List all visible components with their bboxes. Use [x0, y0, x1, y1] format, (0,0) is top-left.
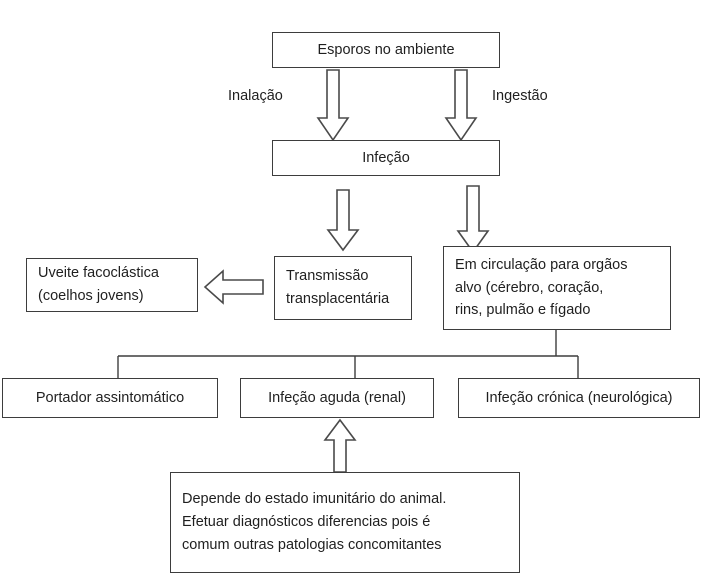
- node-nota-line-1: Depende do estado imunitário do animal.: [182, 491, 447, 508]
- node-portador-line-1: Portador assintomático: [35, 389, 185, 406]
- node-uveite-facoclastica[interactable]: Uveite facoclástica (coelhos jovens): [26, 258, 198, 312]
- node-transplacental-line-2: transplacentária: [286, 291, 390, 307]
- node-circulacao-line-2: alvo (cérebro, coração,: [455, 279, 604, 296]
- node-nota-estado-imunitario[interactable]: Depende do estado imunitário do animal. …: [170, 472, 520, 573]
- arrow-inhalation: [315, 69, 351, 142]
- node-circulacao-line-1: Em circulação para orgãos: [455, 256, 628, 273]
- edge-label-inhalation: Inalação: [228, 88, 283, 104]
- node-transplacental-line-1: Transmissão: [286, 268, 369, 285]
- arrow-to-circulation: [455, 185, 491, 254]
- arrow-to-uveitis: [203, 269, 265, 305]
- node-transmissao-transplacentaria[interactable]: Transmissão transplacentária: [274, 256, 412, 320]
- node-infecao-cronica-neurologica[interactable]: Infeção crónica (neurológica): [458, 378, 700, 418]
- edge-label-ingestion: Ingestão: [492, 88, 548, 104]
- node-cronica-line-1: Infeção crónica (neurológica): [485, 389, 673, 406]
- arrow-note-to-acute: [322, 418, 358, 474]
- node-portador-assintomatico[interactable]: Portador assintomático: [2, 378, 218, 418]
- node-uveite-line-1: Uveite facoclástica: [38, 265, 159, 282]
- arrow-to-transplacental: [325, 189, 361, 252]
- branch-connector-circulation: [0, 330, 716, 386]
- node-aguda-line-1: Infeção aguda (renal): [268, 389, 406, 406]
- node-em-circulacao[interactable]: Em circulação para orgãos alvo (cérebro,…: [443, 246, 671, 330]
- node-esporos-no-ambiente[interactable]: Esporos no ambiente: [272, 32, 500, 68]
- node-nota-line-2: Efetuar diagnósticos diferencias pois é: [182, 514, 431, 531]
- node-infecao[interactable]: Infeção: [272, 140, 500, 176]
- node-circulacao-line-3: rins, pulmão e fígado: [455, 302, 591, 319]
- node-infecao-line-1: Infeção: [362, 149, 410, 166]
- arrow-ingestion: [443, 69, 479, 142]
- node-esporos-line-1: Esporos no ambiente: [317, 41, 455, 58]
- node-infecao-aguda-renal[interactable]: Infeção aguda (renal): [240, 378, 434, 418]
- node-nota-line-3: comum outras patologias concomitantes: [182, 536, 442, 553]
- node-uveite-line-2: (coelhos jovens): [38, 288, 144, 304]
